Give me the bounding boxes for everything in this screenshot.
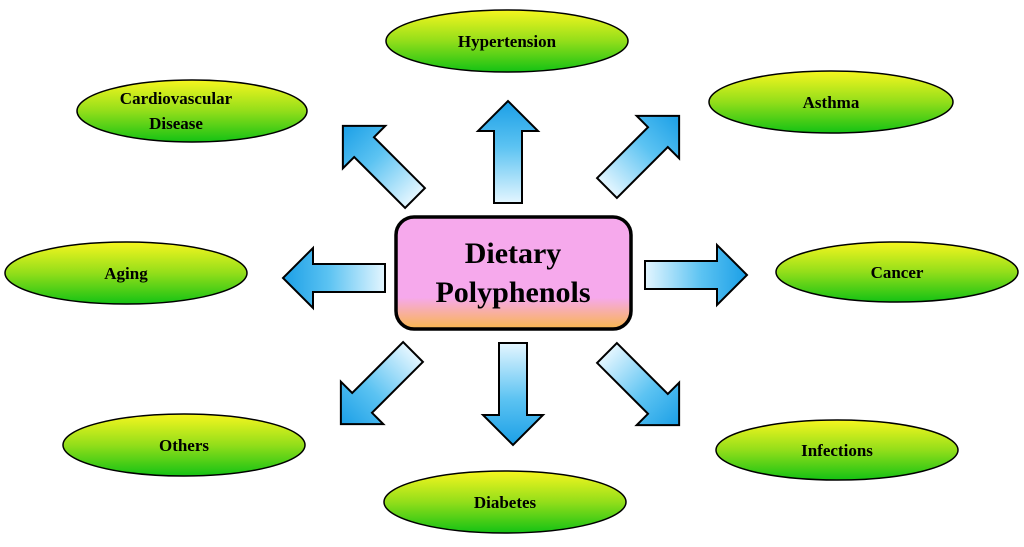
arrow-to-aging — [282, 247, 386, 309]
cardiovascular-label-line2: Disease — [149, 114, 203, 133]
hypertension-label: Hypertension — [458, 32, 557, 51]
arrow-to-hypertension — [477, 100, 539, 204]
diabetes-label: Diabetes — [474, 493, 537, 512]
arrow-to-cancer — [644, 244, 748, 306]
infections-label: Infections — [801, 441, 873, 460]
cardiovascular-label-line1: Cardiovascular — [120, 89, 233, 108]
center-label-line1: Dietary — [465, 237, 562, 270]
others-label: Others — [159, 436, 209, 455]
arrow-to-infections — [584, 330, 702, 448]
cancer-label: Cancer — [871, 263, 924, 282]
node-aging: Aging — [4, 241, 248, 305]
arrow-to-cardiovascular — [320, 103, 438, 221]
node-infections: Infections — [715, 419, 959, 481]
center-dietary-polyphenols: Dietary Polyphenols — [394, 215, 633, 331]
node-asthma: Asthma — [708, 70, 954, 134]
node-diabetes: Diabetes — [383, 470, 627, 534]
arrow-to-diabetes — [482, 342, 544, 446]
node-hypertension: Hypertension — [385, 9, 629, 73]
arrow-to-asthma — [584, 93, 702, 211]
asthma-label: Asthma — [803, 93, 860, 112]
arrow-to-others — [318, 329, 436, 447]
node-cardiovascular-disease: Cardiovascular Disease — [76, 79, 308, 143]
aging-label: Aging — [104, 264, 148, 283]
node-others: Others — [62, 413, 306, 477]
center-label-line2: Polyphenols — [435, 276, 590, 309]
node-cancer: Cancer — [775, 241, 1019, 303]
